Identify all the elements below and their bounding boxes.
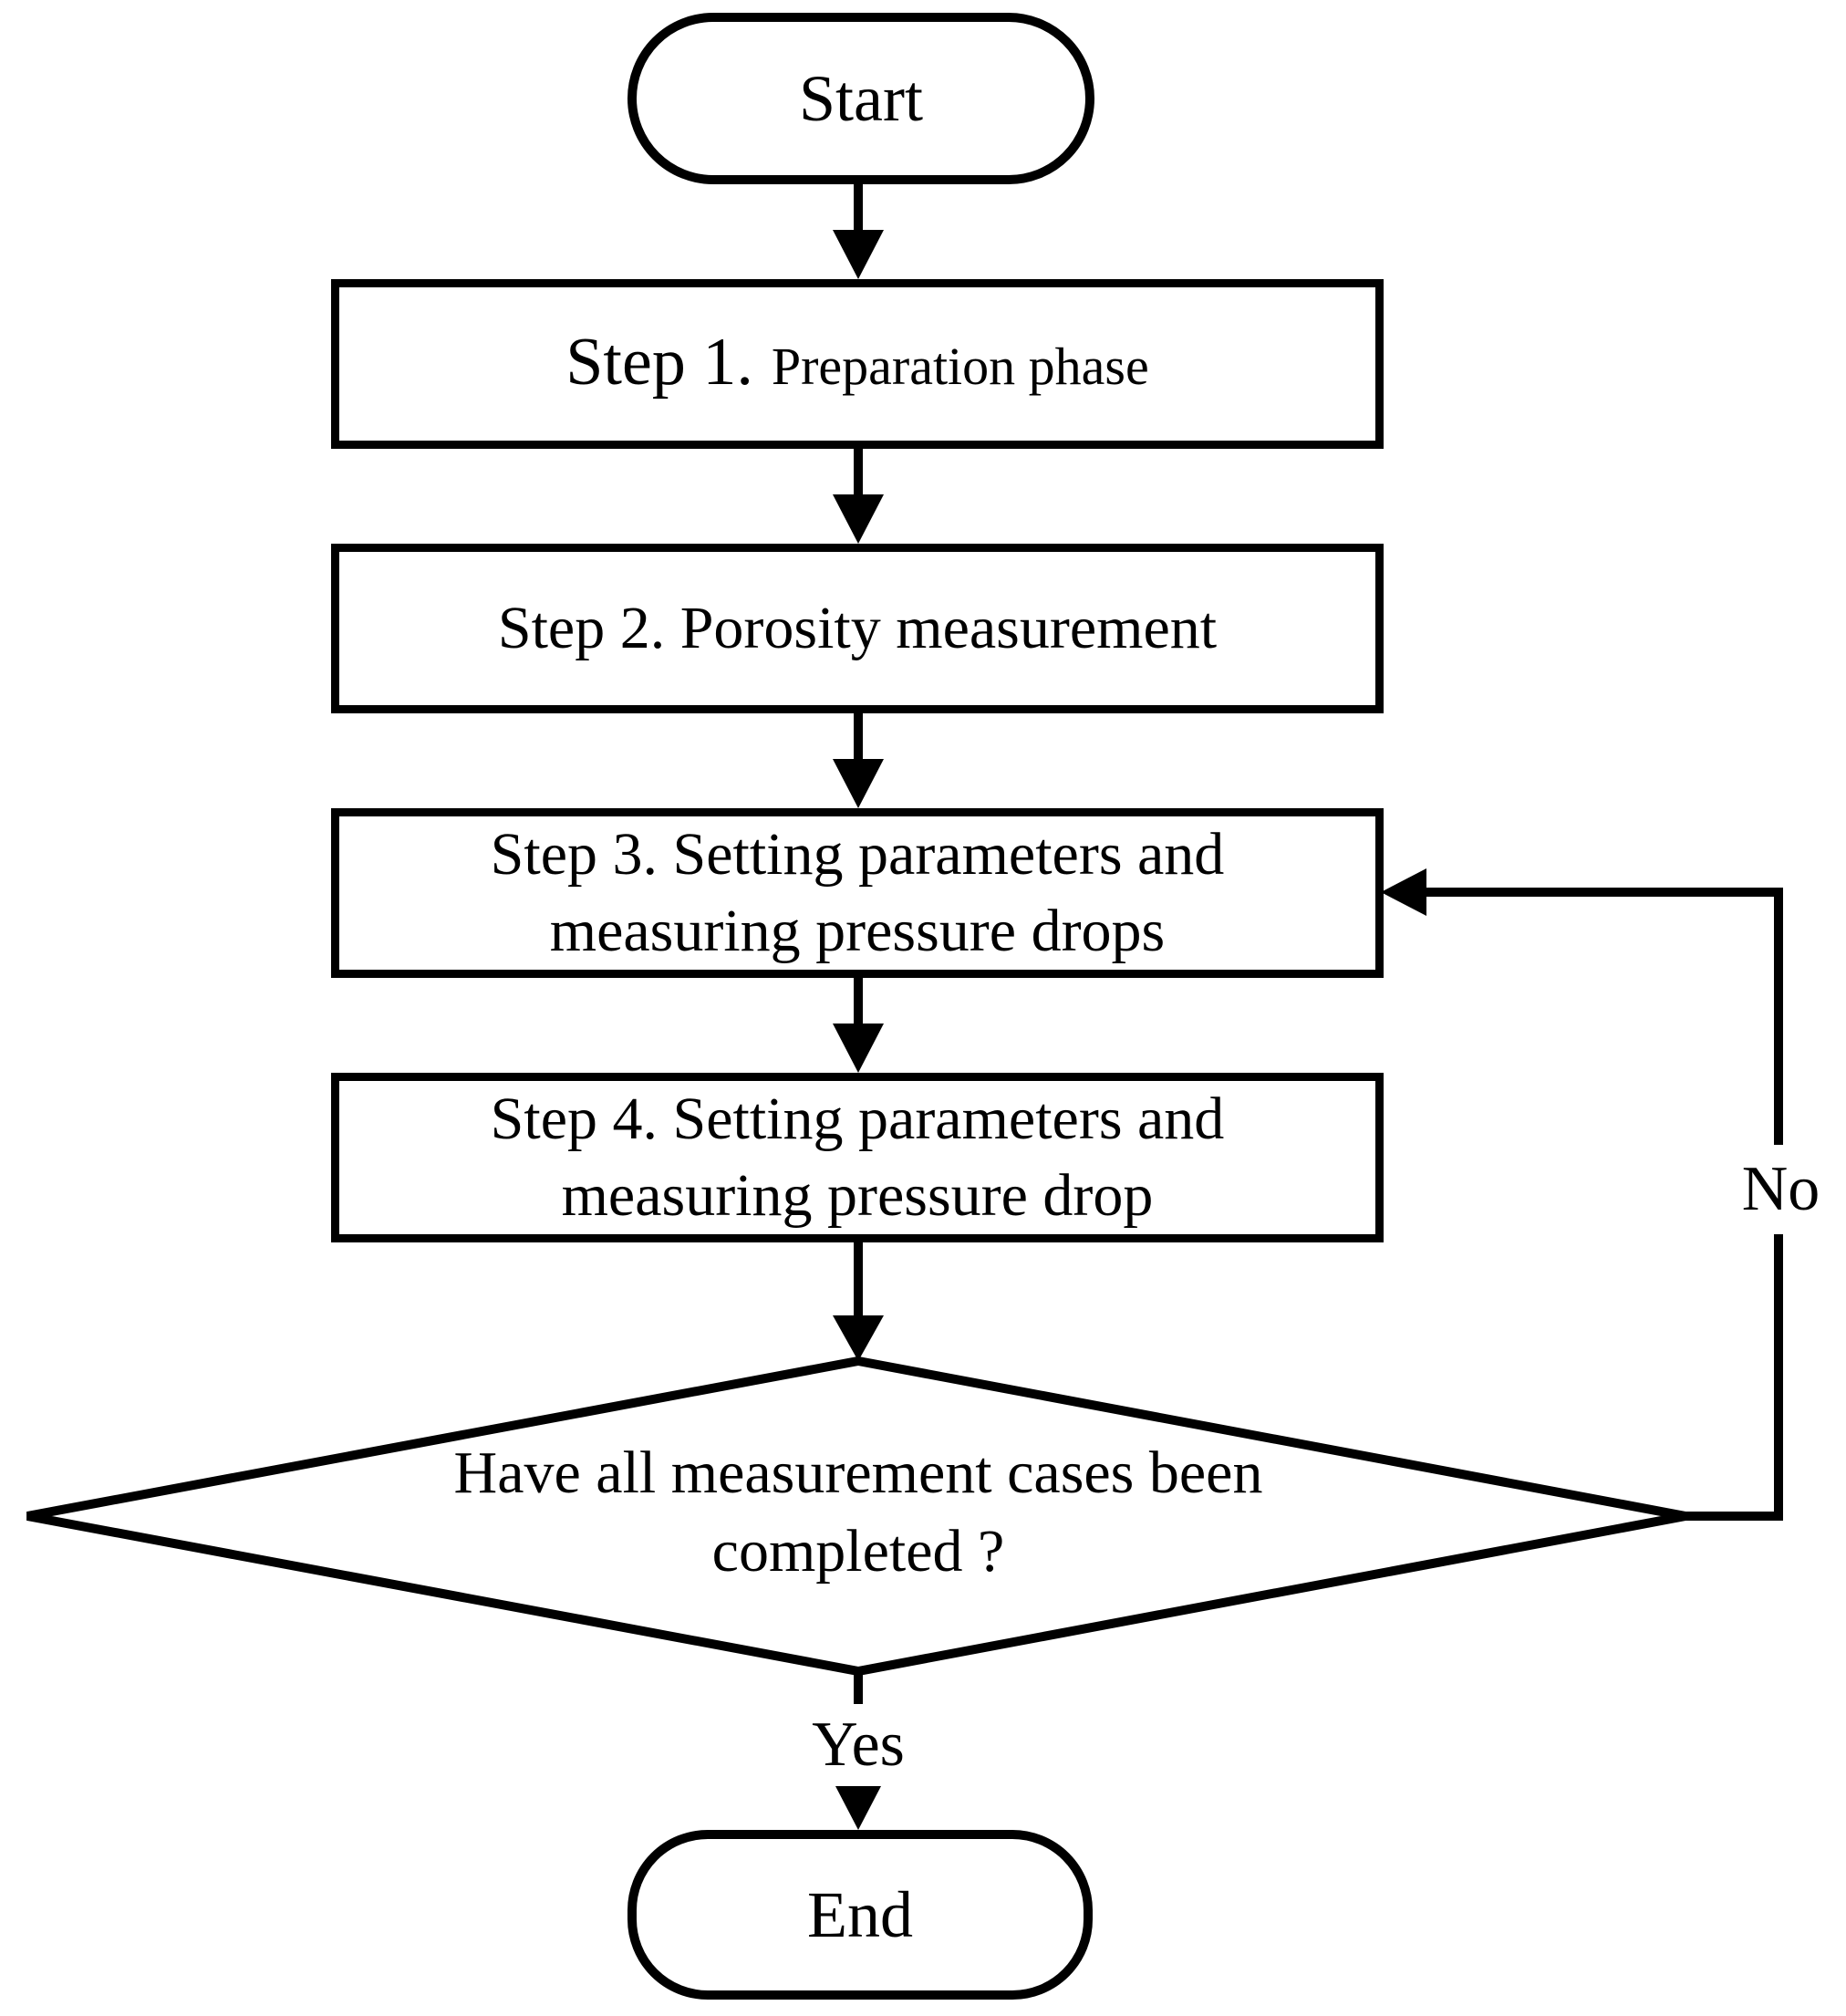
step1-label: Preparation phase [771, 336, 1149, 396]
arrowhead-into-end [835, 1786, 881, 1830]
start-label: Start [799, 61, 923, 135]
decision-label-line2: completed ? [711, 1518, 1005, 1585]
step4-node: Step 4. Setting parameters and measuring… [331, 1073, 1384, 1242]
arrowhead-into-step1 [833, 230, 884, 279]
step4-label-line1: Step 4. Setting parameters and [490, 1086, 1225, 1152]
no-edge-label: No [1715, 1145, 1846, 1234]
step1-label-row: Step 1. Preparation phase [565, 324, 1148, 405]
yes-edge-label: Yes [767, 1713, 949, 1777]
arrowhead-into-step4 [833, 1024, 884, 1073]
step1-node: Step 1. Preparation phase [331, 279, 1384, 449]
arrowhead-into-decision [833, 1315, 884, 1361]
arrowhead-into-step2 [833, 494, 884, 544]
arrowhead-no-into-step3 [1381, 868, 1426, 916]
end-label: End [807, 1877, 913, 1951]
decision-diamond-shape [26, 1356, 1686, 1677]
step2-label: Step 2. Porosity measurement [497, 595, 1218, 661]
step1-prefix: Step 1. [565, 324, 753, 400]
step3-label-line2: measuring pressure drops [549, 898, 1166, 964]
step3-label-line1: Step 3. Setting parameters and [490, 821, 1225, 888]
decision-node: Have all measurement cases been complete… [228, 1434, 1488, 1591]
decision-label-line1: Have all measurement cases been [453, 1439, 1263, 1506]
step2-node: Step 2. Porosity measurement [331, 544, 1384, 713]
step4-label-line2: measuring pressure drop [561, 1162, 1154, 1229]
arrowhead-into-step3 [833, 759, 884, 808]
start-node: Start [627, 13, 1094, 184]
step3-node: Step 3. Setting parameters and measuring… [331, 808, 1384, 978]
end-node: End [627, 1830, 1093, 2000]
